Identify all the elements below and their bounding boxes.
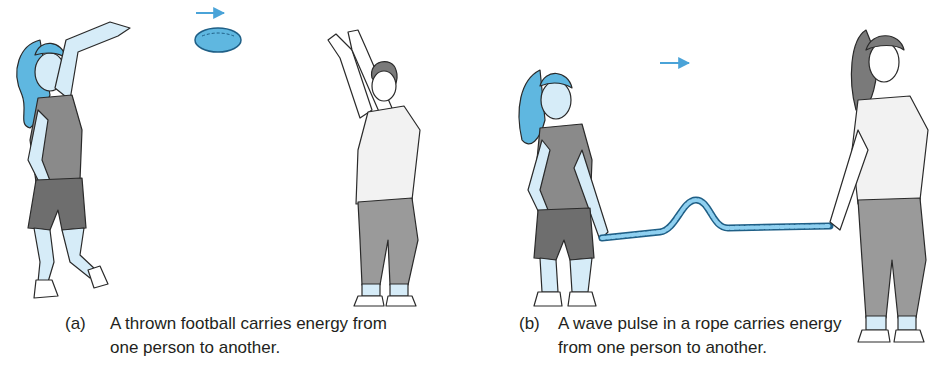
football: [195, 28, 241, 52]
caption-letter: (a): [65, 312, 86, 336]
rope: [602, 200, 830, 238]
caption-text: A wave pulse in a rope carries energy fr…: [558, 312, 858, 360]
sender-figure: [519, 70, 608, 306]
caption-text: A thrown football carries energy from on…: [110, 312, 415, 360]
pulse-arrow: [660, 62, 689, 64]
thrower-figure: [17, 22, 130, 298]
receiver-figure: [830, 30, 928, 342]
motion-arrow: [196, 12, 224, 14]
catcher-figure: [328, 30, 420, 306]
caption-letter: (b): [519, 312, 540, 336]
